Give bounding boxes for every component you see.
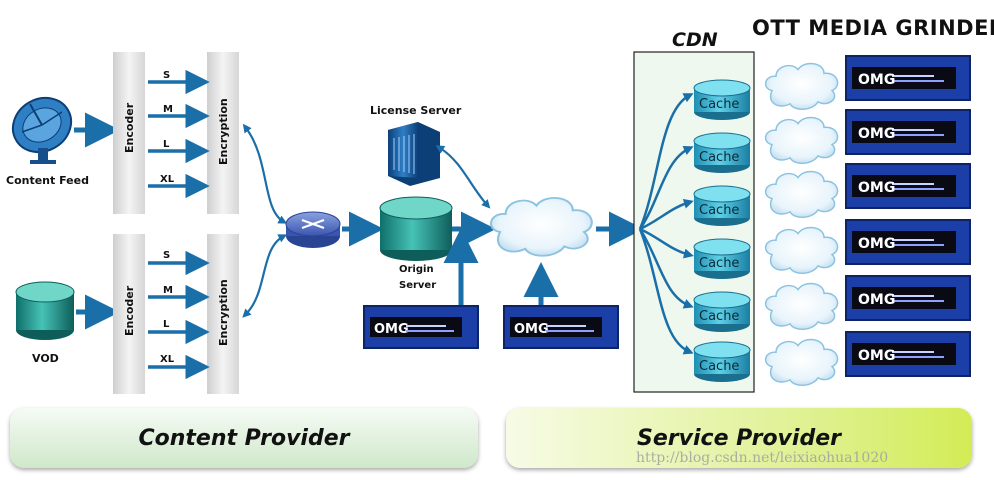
cache-server-4: Cache: [693, 238, 751, 279]
satellite-dish-icon: [11, 96, 73, 164]
router-icon: [285, 211, 341, 248]
encoder-strip-top: [113, 52, 145, 214]
watermark-text: http://blog.csdn.net/leixiaohua1020: [636, 450, 889, 466]
omg-logo-text: OMG: [858, 348, 895, 364]
cache-server-5: Cache: [693, 291, 751, 332]
service-provider-label: Service Provider: [637, 425, 841, 451]
service-provider-band: Service Provider: [506, 408, 972, 468]
encryption-bottom-to-router-link: [242, 234, 288, 318]
content-feed-label: Content Feed: [6, 174, 89, 187]
encoder-strip-bottom: [113, 234, 145, 394]
omg-logo-text: OMG: [858, 126, 895, 142]
cache-server-3: Cache: [693, 185, 751, 226]
cache-server-6: Cache: [693, 341, 751, 382]
encoder-label-bottom: Encoder: [123, 285, 136, 336]
edge-cloud-icon: [764, 62, 839, 111]
origin-server-icon: [379, 196, 453, 261]
cdn-title: CDN: [672, 29, 718, 51]
encryption-label-top: Encryption: [217, 98, 230, 165]
edge-cloud-icon: [764, 226, 839, 275]
cdn-fanout-arrows: [638, 93, 694, 355]
edge-cloud-icon: [764, 170, 839, 219]
omg-logo-text: OMG: [858, 292, 895, 308]
content-provider-band: Content Provider: [10, 408, 478, 468]
encryption-top-to-router-link: [242, 123, 288, 224]
bitrate-xl-top: XL: [160, 174, 175, 185]
cache-label: Cache: [699, 309, 739, 324]
edge-node-stack: OMG OMG OMG OMG OMG OMG: [764, 55, 971, 387]
internet-cloud-icon: [489, 196, 593, 257]
content-provider-label: Content Provider: [138, 425, 350, 451]
edge-cloud-icon: [764, 282, 839, 331]
bitrate-m-bottom: M: [163, 285, 173, 296]
cache-label: Cache: [699, 359, 739, 374]
omg-appliance-edge-5: OMG: [845, 275, 971, 321]
bitrate-arrows-top: [148, 69, 210, 199]
license-server-label: License Server: [370, 104, 462, 117]
omg-appliance-edge-3: OMG: [845, 163, 971, 209]
origin-server-label-line2: Server: [399, 280, 436, 291]
omg-appliance-center: OMG: [503, 305, 619, 349]
edge-cloud-icon: [764, 116, 839, 165]
bitrate-s-bottom: S: [163, 250, 170, 261]
omg-logo-text: OMG: [858, 72, 895, 88]
bitrate-arrows-bottom: [148, 250, 210, 380]
edge-cloud-icon: [764, 338, 839, 387]
encryption-label-bottom: Encryption: [217, 279, 230, 346]
omg-appliance-edge-1: OMG: [845, 55, 971, 101]
cache-label: Cache: [699, 97, 739, 112]
license-server-icon: [388, 122, 440, 186]
omg-appliance-origin: OMG: [363, 305, 479, 349]
vod-storage-icon: [15, 281, 75, 340]
omg-logo-text: OMG: [514, 322, 549, 337]
bitrate-s-top: S: [163, 70, 170, 81]
origin-server-label-line1: Origin: [399, 264, 434, 275]
vod-label: VOD: [32, 352, 59, 365]
bitrate-l-top: L: [163, 139, 170, 150]
omg-appliance-edge-2: OMG: [845, 109, 971, 155]
omg-appliance-edge-6: OMG: [845, 331, 971, 377]
bitrate-l-bottom: L: [163, 319, 170, 330]
omg-logo-text: OMG: [858, 180, 895, 196]
cache-label: Cache: [699, 203, 739, 218]
encryption-strip-top: [207, 52, 239, 214]
cache-server-2: Cache: [693, 132, 751, 173]
omg-appliance-edge-4: OMG: [845, 219, 971, 265]
omg-logo-text: OMG: [858, 236, 895, 252]
license-to-cloud-link: [435, 145, 491, 209]
ott-title: OTT MEDIA GRINDER: [752, 16, 994, 40]
bitrate-m-top: M: [163, 104, 173, 115]
bitrate-xl-bottom: XL: [160, 354, 175, 365]
encoder-label-top: Encoder: [123, 102, 136, 153]
encryption-strip-bottom: [207, 234, 239, 394]
omg-logo-text: OMG: [374, 322, 409, 337]
cache-label: Cache: [699, 150, 739, 165]
cache-server-1: Cache: [693, 79, 751, 120]
cache-label: Cache: [699, 256, 739, 271]
